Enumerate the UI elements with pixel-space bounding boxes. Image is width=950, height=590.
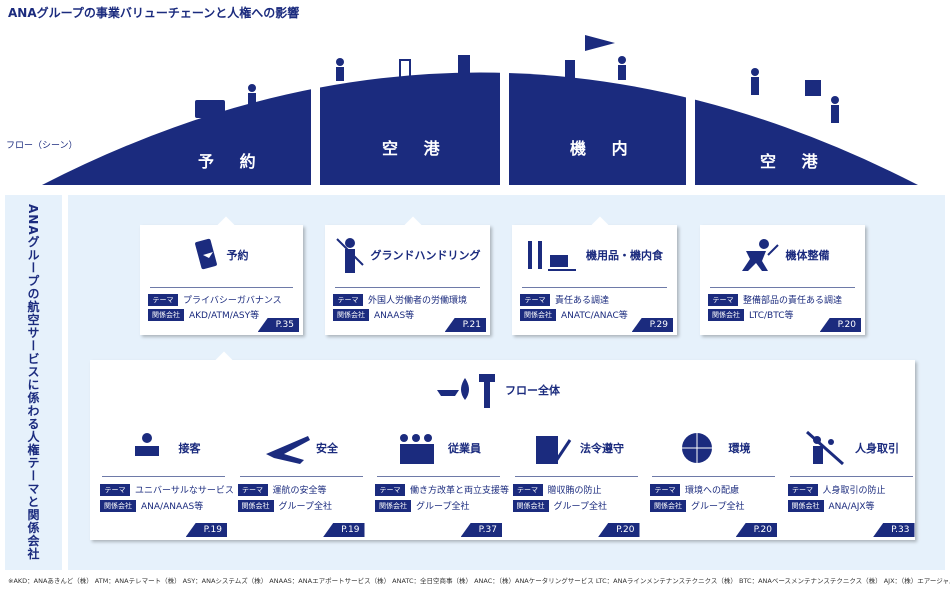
globe-icon	[681, 432, 712, 463]
company-text: LTC/BTC等	[749, 311, 794, 321]
footnote: ※AKD：ANAあきんど（株） ATM：ANAテレマート（株） ASY：ANAシ…	[8, 577, 950, 585]
theme-text: 外国人労働者の労働環境	[368, 296, 468, 306]
flow-arch	[42, 35, 918, 185]
overall-title: フロー全体	[505, 384, 560, 397]
page-link[interactable]: P.20	[598, 523, 640, 537]
company-tag: 関係会社	[333, 308, 369, 321]
cutlery-cup-icon	[528, 241, 576, 271]
item-title: 安全	[316, 441, 338, 455]
theme-text: 責任ある調達	[555, 296, 610, 306]
card-ground-handling: グランドハンドリング テーマ外国人労働者の労働環境 関係会社 ANAAS等 P.2…	[325, 216, 490, 335]
company-text: グループ全社	[278, 502, 332, 512]
theme-tag: テーマ	[650, 483, 680, 496]
company-tag: 関係会社	[650, 499, 686, 512]
company-tag: 関係会社	[787, 499, 824, 512]
company-text: グループ全社	[416, 502, 470, 512]
employees-icon	[400, 433, 434, 464]
theme-tag: テーマ	[375, 483, 405, 496]
theme-text: 働き方改革と両立支援等	[410, 486, 510, 496]
item-title: 法令遵守	[580, 441, 624, 455]
theme-tag: テーマ	[787, 483, 818, 496]
segment-label-airport: 空 港	[382, 139, 450, 158]
scene-icons	[195, 35, 839, 123]
card-maintenance: 機体整備 テーマ整備部品の責任ある調達 関係会社 LTC/BTC等 P.20	[700, 225, 865, 335]
theme-text: 運航の安全等	[272, 486, 327, 496]
theme-tag: テーマ	[148, 293, 178, 306]
theme-tag: テーマ	[237, 483, 268, 496]
company-tag: 関係会社	[512, 499, 549, 512]
card-title: 予約	[226, 249, 249, 262]
company-text: ANAAS等	[374, 311, 415, 321]
page-link[interactable]: P.19	[185, 523, 227, 537]
overall-item-5: 人身取引 テーマ人身取引の防止 関係会社 ANA/AJX等 P.33	[784, 360, 919, 540]
company-tag: 関係会社	[520, 308, 556, 321]
card-title: グランドハンドリング	[370, 249, 481, 262]
company-tag: 関係会社	[375, 499, 411, 512]
segment-label-reservation: 予 約	[198, 152, 266, 171]
overall-item-3: 法令遵守 テーマ贈収賄の防止 関係会社グループ全社 P.20	[509, 360, 644, 540]
item-title: 接客	[178, 441, 201, 455]
plane-drop-tower-icon	[437, 374, 495, 408]
flow-label: フロー（シーン）	[6, 141, 78, 151]
item-title: 人身取引	[855, 441, 899, 455]
page-link[interactable]: P.20	[819, 318, 861, 332]
no-trafficking-icon	[806, 430, 844, 465]
theme-text: 人身取引の防止	[822, 486, 886, 496]
card-title: 機体整備	[785, 249, 830, 262]
item-title: 環境	[728, 441, 751, 455]
theme-text: ユニバーサルなサービス	[135, 486, 234, 496]
card-reservation: 予約 テーマプライバシーガバナンス 関係会社 AKD/ATM/ASY等 P.35	[140, 216, 303, 335]
theme-tag: テーマ	[333, 293, 363, 306]
theme-tag: テーマ	[512, 483, 543, 496]
page-link[interactable]: P.19	[323, 523, 365, 537]
company-text: AKD/ATM/ASY等	[189, 311, 260, 321]
card-title: 機用品・機内食	[586, 249, 663, 262]
company-tag: 関係会社	[100, 499, 136, 512]
side-label: ANAグループの航空サービスに係わる人権テーマと関係会社	[26, 204, 40, 561]
theme-text: プライバシーガバナンス	[183, 296, 282, 306]
segment-airport-1	[320, 72, 500, 185]
overall-item-4: 環境 テーマ環境への配慮 関係会社グループ全社 P.20	[646, 360, 781, 540]
page-link[interactable]: P.20	[735, 523, 777, 537]
company-text: ANA/AJX等	[828, 502, 875, 512]
page-title: ANAグループの事業バリューチェーンと人権への影響	[8, 6, 300, 20]
theme-text: 整備部品の責任ある調達	[743, 296, 843, 306]
segment-label-inflight: 機 内	[570, 139, 638, 158]
theme-tag: テーマ	[708, 293, 738, 306]
overall-item-2: 従業員 テーマ働き方改革と両立支援等 関係会社グループ全社 P.37	[371, 360, 510, 540]
overall-item-0: 接客 テーマユニバーサルなサービス 関係会社 ANA/ANAAS等 P.19	[96, 360, 234, 540]
company-tag: 関係会社	[237, 499, 274, 512]
page-link[interactable]: P.35	[257, 318, 299, 332]
page-link[interactable]: P.29	[631, 318, 673, 332]
company-text: グループ全社	[691, 502, 745, 512]
airplane-icon	[266, 435, 310, 464]
overall-item-1: 安全 テーマ運航の安全等 関係会社グループ全社 P.19	[234, 360, 369, 540]
item-title: 従業員	[448, 441, 481, 455]
segment-label-airport-arrival: 空 港	[760, 152, 828, 171]
theme-tag: テーマ	[100, 483, 130, 496]
ticket-phone-icon	[194, 238, 217, 270]
page-link[interactable]: P.21	[444, 318, 486, 332]
company-tag: 関係会社	[148, 308, 184, 321]
company-tag: 関係会社	[708, 308, 744, 321]
mechanic-icon	[741, 239, 779, 271]
theme-text: 贈収賄の防止	[547, 486, 602, 496]
card-catering: 機用品・機内食 テーマ責任ある調達 関係会社 ANATC/ANAC等 P.29	[512, 216, 677, 335]
reception-icon	[134, 432, 159, 456]
page-link[interactable]: P.37	[460, 523, 502, 537]
side-label-box: ANAグループの航空サービスに係わる人権テーマと関係会社	[5, 195, 62, 570]
theme-text: 環境への配慮	[685, 486, 740, 496]
segment-inflight	[509, 72, 686, 185]
company-text: グループ全社	[553, 502, 607, 512]
compliance-icon	[536, 435, 572, 464]
company-text: ANA/ANAAS等	[141, 502, 204, 512]
ground-handler-icon	[335, 238, 364, 273]
company-text: ANATC/ANAC等	[561, 311, 628, 321]
theme-tag: テーマ	[520, 293, 550, 306]
page-link[interactable]: P.33	[873, 523, 915, 537]
